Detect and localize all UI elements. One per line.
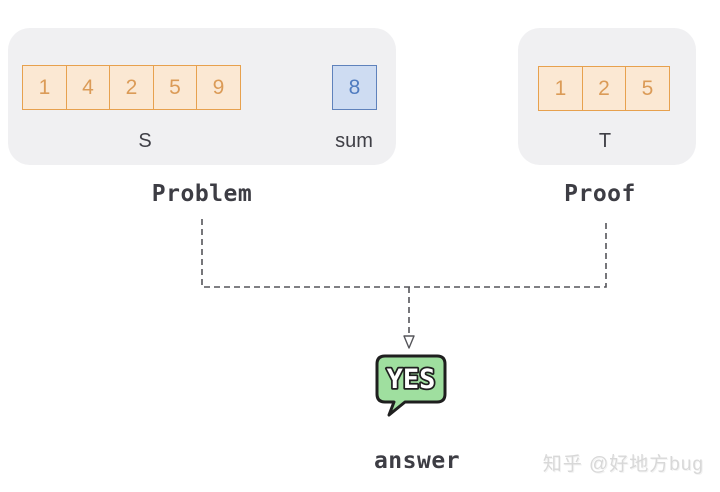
watermark: 知乎 @好地方bug: [542, 454, 704, 475]
merge-dashed-line: [201, 219, 607, 288]
set-t-array: 1 2 5: [538, 66, 670, 111]
sum-cell-wrap: 8: [332, 65, 377, 110]
problem-caption: Problem: [151, 181, 253, 207]
arrowhead-icon: [403, 335, 415, 349]
proof-caption: Proof: [564, 181, 636, 207]
set-t-cell: 2: [581, 66, 627, 111]
proof-panel: 1 2 5 T: [518, 28, 696, 165]
set-t-cell: 5: [625, 66, 670, 111]
sum-label: sum: [335, 130, 373, 152]
yes-speech-bubble: YES: [375, 354, 447, 417]
set-s-cell: 4: [65, 65, 111, 110]
set-s-cell: 9: [196, 65, 241, 110]
yes-text: YES: [387, 364, 436, 395]
speech-bubble-shape: [375, 354, 447, 417]
answer-caption: answer: [373, 448, 461, 474]
set-s-label: S: [138, 130, 152, 152]
sum-cell: 8: [332, 65, 377, 110]
set-t-label: T: [598, 130, 612, 152]
set-s-cell: 1: [22, 65, 67, 110]
problem-panel: 1 4 2 5 9 8 S sum: [8, 28, 396, 165]
set-s-array: 1 4 2 5 9: [22, 65, 241, 110]
set-t-cell: 1: [538, 66, 583, 111]
set-s-cell: 5: [152, 65, 198, 110]
set-s-cell: 2: [109, 65, 154, 110]
